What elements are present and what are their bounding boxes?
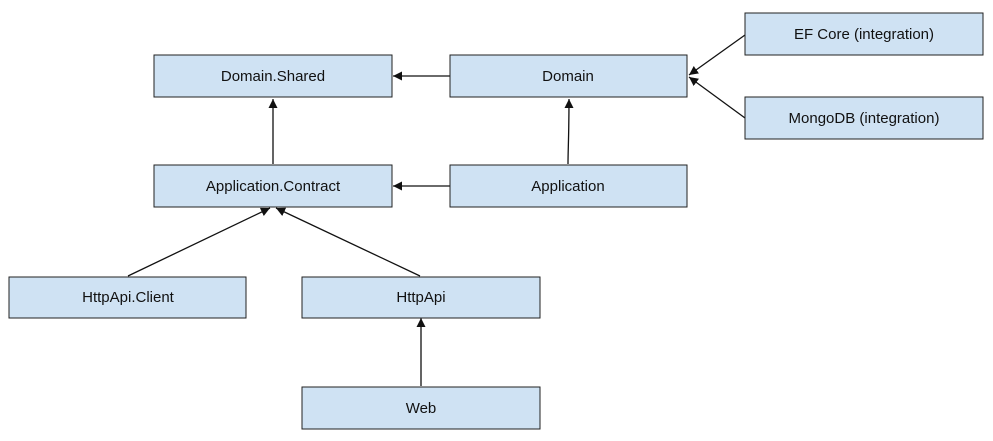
node-httpapi: HttpApi xyxy=(301,276,541,319)
node-mongodb: MongoDB (integration) xyxy=(744,96,984,140)
node-label: EF Core (integration) xyxy=(794,26,934,43)
node-label: HttpApi.Client xyxy=(82,289,175,306)
node-box xyxy=(744,96,984,140)
node-label: Domain.Shared xyxy=(221,68,325,85)
node-box xyxy=(301,386,541,430)
node-label: Web xyxy=(406,400,437,417)
edge-httpapi-client-to-application-contract xyxy=(127,207,271,277)
node-web: Web xyxy=(301,386,541,430)
node-label: Application.Contract xyxy=(206,178,341,195)
node-domain: Domain xyxy=(449,54,688,98)
node-box xyxy=(8,276,247,319)
node-label: HttpApi xyxy=(396,289,445,306)
node-application-contract: Application.Contract xyxy=(153,164,393,208)
node-box xyxy=(153,54,393,98)
edge-application-to-domain xyxy=(564,98,574,165)
node-label: Domain xyxy=(542,68,594,85)
node-box xyxy=(449,54,688,98)
node-label: Application xyxy=(531,178,604,195)
edge-httpapi-to-application-contract xyxy=(275,207,421,277)
node-application: Application xyxy=(449,164,688,208)
node-box xyxy=(153,164,393,208)
node-box xyxy=(449,164,688,208)
node-ef-core: EF Core (integration) xyxy=(744,12,984,56)
node-box xyxy=(744,12,984,56)
edge-mongodb-to-domain xyxy=(688,76,746,119)
node-domain-shared: Domain.Shared xyxy=(153,54,393,98)
node-httpapi-client: HttpApi.Client xyxy=(8,276,247,319)
node-label: MongoDB (integration) xyxy=(789,110,940,127)
dependency-arrows xyxy=(127,34,746,386)
edge-ef-core-to-domain xyxy=(688,34,746,76)
node-box xyxy=(301,276,541,319)
